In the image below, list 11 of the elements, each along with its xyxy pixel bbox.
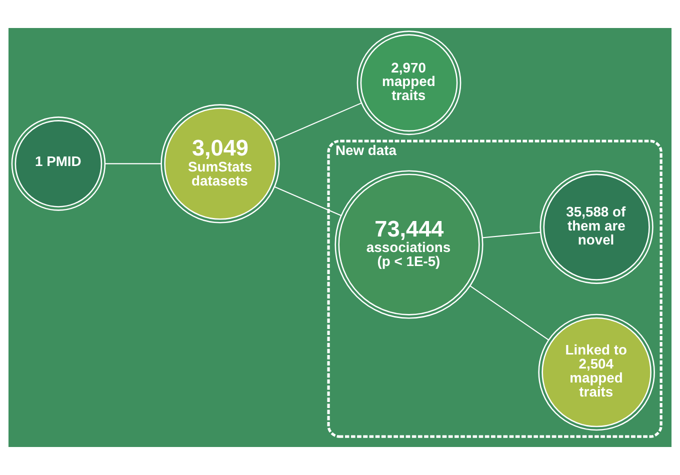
node-circle: 3,049 SumStats datasets — [160, 104, 280, 224]
node-circle: Linked to 2,504 mapped traits — [538, 314, 655, 431]
node-circle: 73,444 associations (p < 1E-5) — [334, 170, 484, 319]
node-circle: 1 PMID — [11, 116, 106, 211]
connector — [470, 285, 550, 340]
node-circle: 35,588 of them are novel — [540, 170, 654, 284]
connector — [274, 102, 362, 142]
connector — [274, 186, 342, 216]
connector — [482, 232, 540, 238]
connector — [105, 163, 162, 164]
node-circle: 2,970 mapped traits — [356, 30, 462, 136]
